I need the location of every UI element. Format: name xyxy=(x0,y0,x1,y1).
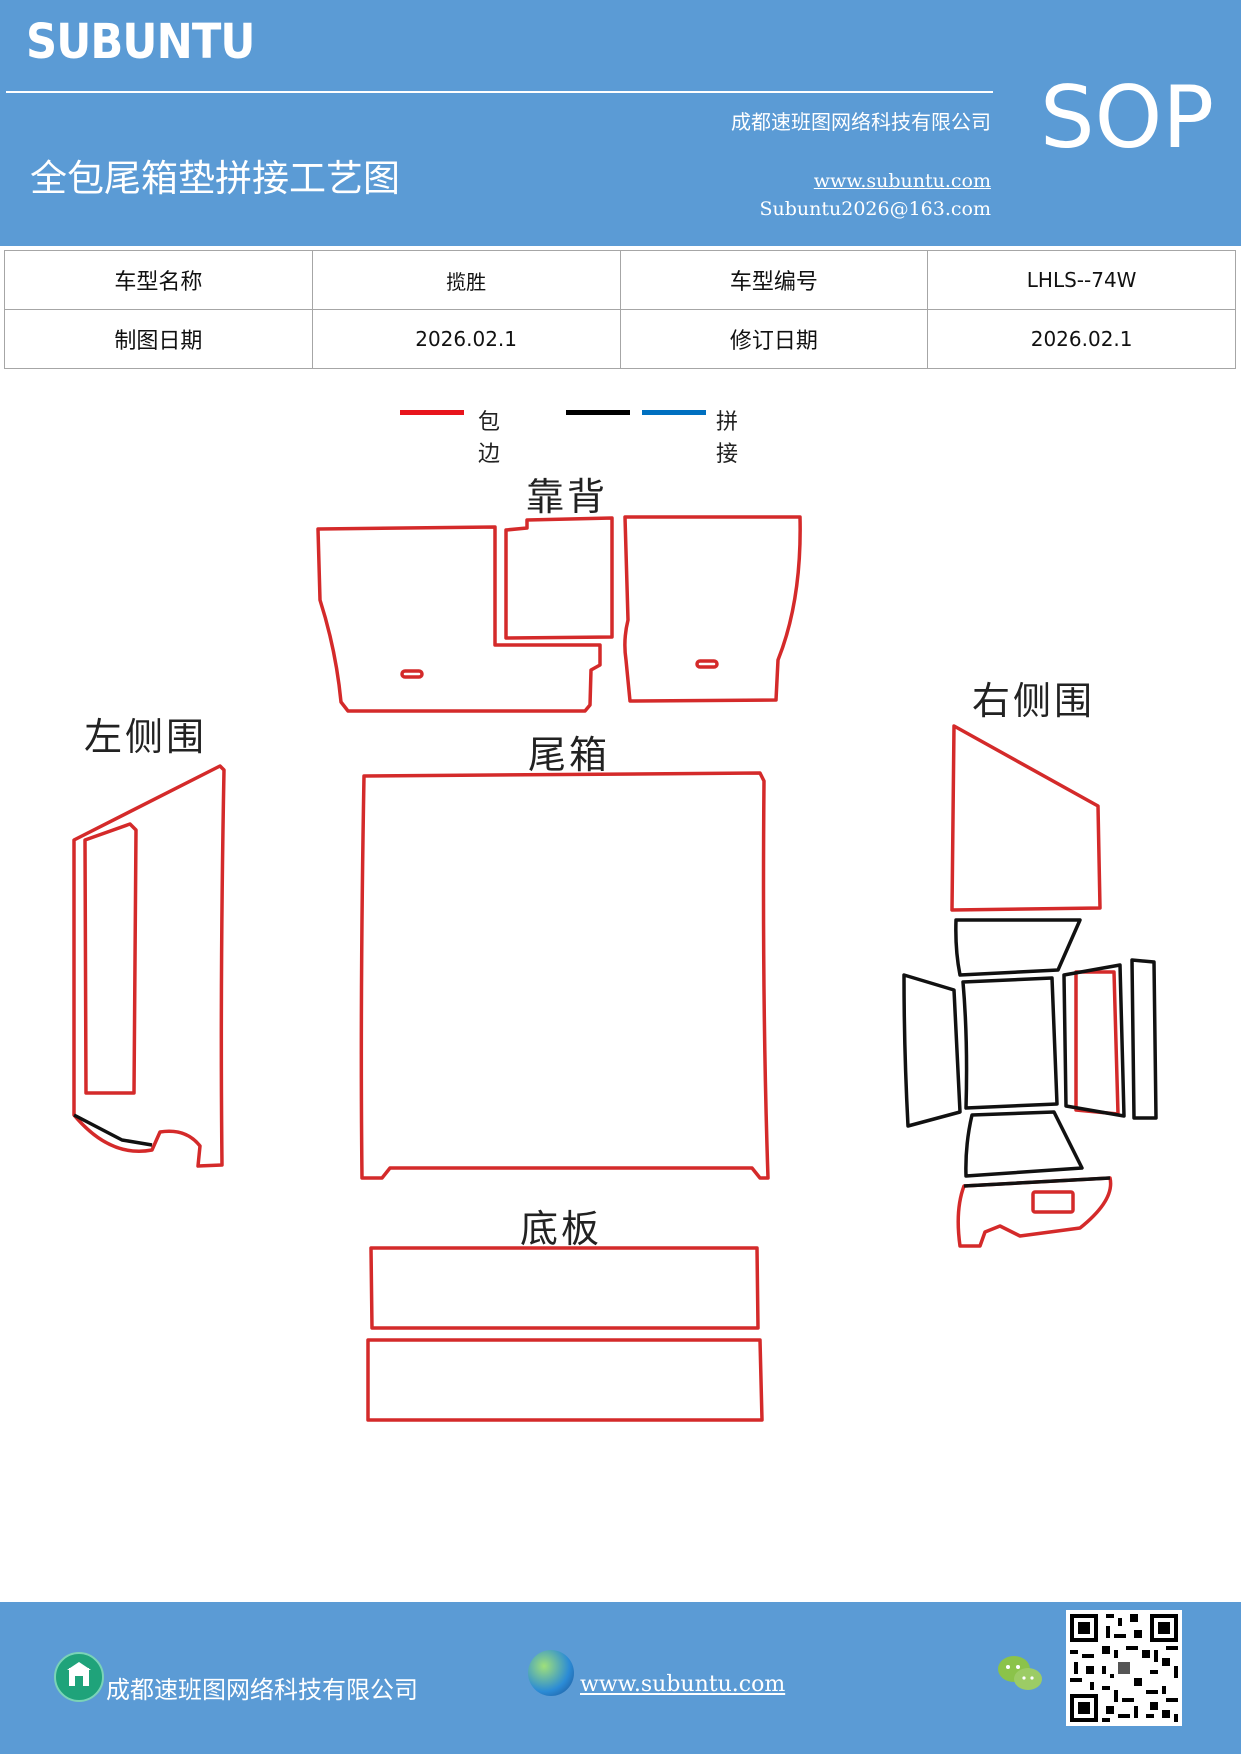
floor-panel-top xyxy=(369,1246,760,1330)
home-icon xyxy=(54,1652,104,1702)
revision-date-label: 修订日期 xyxy=(619,309,929,369)
backrest-slot xyxy=(400,669,424,679)
right-side-right-flap xyxy=(1062,963,1126,1118)
legend-edge-label: 包边 xyxy=(478,410,501,467)
model-name-label: 车型名称 xyxy=(4,250,313,310)
trunk-label: 尾箱 xyxy=(528,733,611,777)
legend-black-line xyxy=(566,410,630,415)
floor-label: 底板 xyxy=(520,1207,603,1251)
header-website-link[interactable]: www.subuntu.com xyxy=(813,170,991,192)
legend-edge-line xyxy=(400,410,464,415)
footer-website-link[interactable]: www.subuntu.com xyxy=(580,1672,786,1697)
backrest-right-panel xyxy=(623,515,802,703)
right-side-label: 右侧围 xyxy=(972,679,1096,723)
qr-code xyxy=(1066,1610,1182,1726)
legend-seam-line xyxy=(642,410,706,415)
model-code-value: LHLS--74W xyxy=(927,250,1236,310)
revision-date-value: 2026.02.1 xyxy=(927,309,1236,369)
header-banner xyxy=(0,0,1241,246)
right-side-upper-piece xyxy=(954,918,1082,977)
floor-panel-bottom xyxy=(366,1338,764,1422)
model-name-value: 揽胜 xyxy=(311,250,621,310)
wechat-icon xyxy=(996,1652,1044,1696)
draw-date-value: 2026.02.1 xyxy=(311,309,621,369)
header-email: Subuntu2026@163.com xyxy=(759,198,991,220)
header-divider xyxy=(6,91,993,93)
table-row: 制图日期 2026.02.1 修订日期 2026.02.1 xyxy=(4,309,1236,369)
backrest-slot xyxy=(695,659,719,669)
left-side-panel xyxy=(72,764,226,1168)
right-side-top-panel xyxy=(950,724,1102,912)
left-side-seam xyxy=(73,1113,153,1147)
header-company-name: 成都速班图网络科技有限公司 xyxy=(731,110,991,134)
right-side-lower-piece xyxy=(964,1110,1084,1178)
document-title: 全包尾箱垫拼接工艺图 xyxy=(30,157,400,200)
table-row: 车型名称 揽胜 车型编号 LHLS--74W xyxy=(4,250,1236,310)
right-side-bottom-panel xyxy=(956,1176,1113,1248)
brand-logo: SUBUNTU xyxy=(26,14,255,70)
left-side-label: 左侧围 xyxy=(84,715,208,759)
model-code-label: 车型编号 xyxy=(619,250,929,310)
backrest-label: 靠背 xyxy=(526,475,609,519)
draw-date-label: 制图日期 xyxy=(4,309,313,369)
right-side-bottom-seam xyxy=(963,1176,1111,1188)
right-side-red-insert xyxy=(1074,970,1120,1116)
trunk-main-panel xyxy=(359,771,770,1180)
right-side-far-strip xyxy=(1130,958,1158,1120)
right-side-left-flap xyxy=(902,973,962,1128)
footer-company-name: 成都速班图网络科技有限公司 xyxy=(106,1676,418,1704)
right-side-bottom-slot xyxy=(1031,1190,1075,1214)
legend-seam-label: 拼接 xyxy=(716,410,739,467)
backrest-left-panel xyxy=(316,525,602,713)
left-side-window xyxy=(83,822,138,1095)
right-side-center-piece xyxy=(961,976,1059,1110)
vehicle-info-table: 车型名称 揽胜 车型编号 LHLS--74W 制图日期 2026.02.1 修订… xyxy=(4,250,1236,369)
sop-badge: SOP xyxy=(1040,68,1215,168)
globe-icon xyxy=(528,1650,574,1696)
backrest-middle-panel xyxy=(504,516,614,640)
